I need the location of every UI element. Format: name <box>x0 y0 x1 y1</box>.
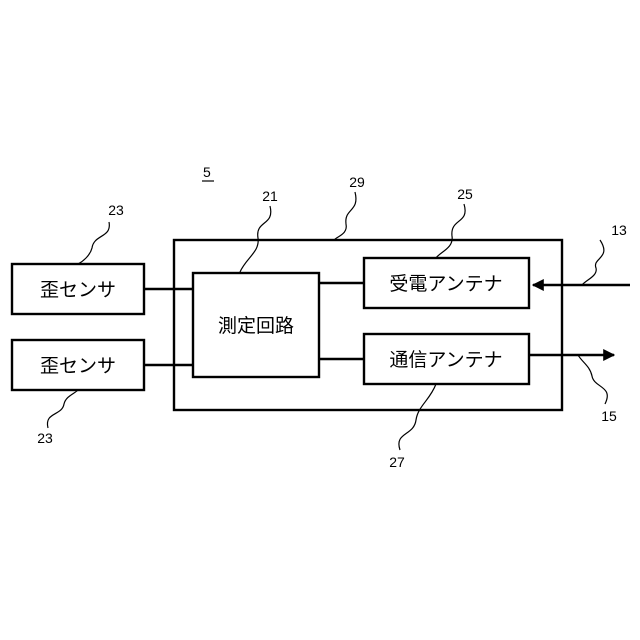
leader-13 <box>582 240 604 285</box>
communication-antenna-label: 通信アンテナ <box>389 349 502 371</box>
ref-27: 27 <box>389 454 405 470</box>
ref-25: 25 <box>457 186 473 202</box>
ref-23-bottom: 23 <box>37 430 53 446</box>
leader-29 <box>334 192 356 240</box>
leader-23-top <box>78 222 109 264</box>
figure-number: 5 <box>203 164 211 180</box>
leader-23-bottom <box>47 390 78 428</box>
ref-15: 15 <box>601 408 617 424</box>
ref-23-top: 23 <box>108 202 124 218</box>
receiving-antenna-label: 受電アンテナ <box>389 273 502 295</box>
strain-sensor-top-label: 歪センサ <box>40 279 116 301</box>
ref-13: 13 <box>611 222 627 238</box>
ref-21: 21 <box>262 188 278 204</box>
ref-29: 29 <box>349 174 365 190</box>
leader-15 <box>578 355 607 404</box>
measurement-circuit-label: 測定回路 <box>218 315 294 337</box>
strain-sensor-bottom-label: 歪センサ <box>40 355 116 377</box>
